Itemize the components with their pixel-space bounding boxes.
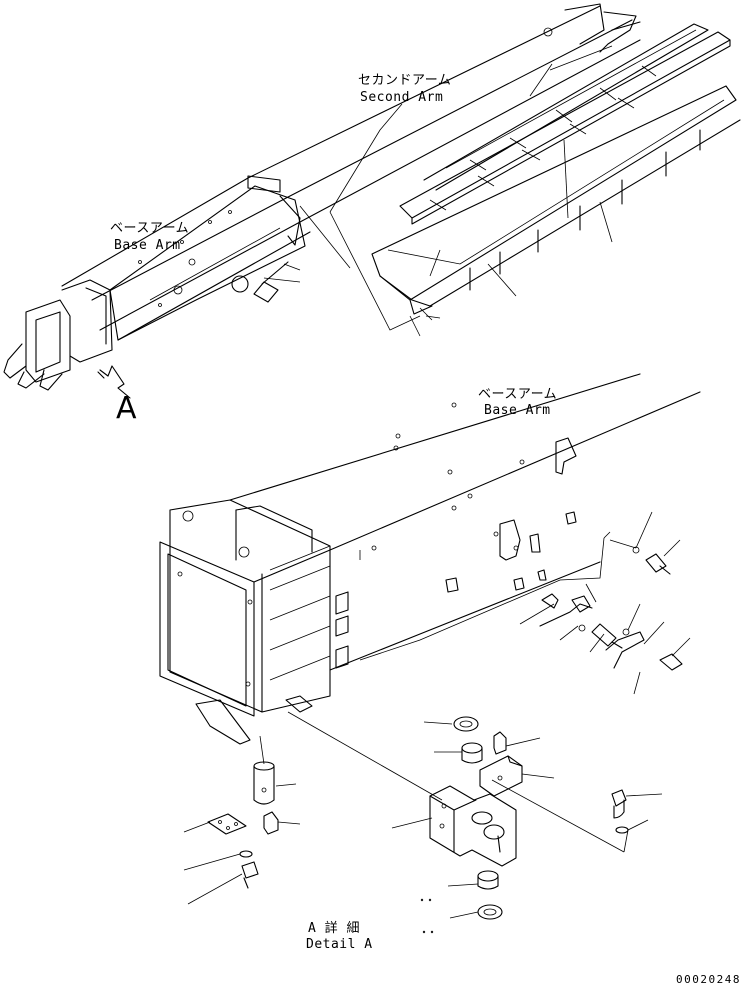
wear-pads: [371, 23, 741, 315]
base-arm-detail: [159, 373, 701, 853]
label-second-arm-jp: セカンドアーム: [358, 73, 451, 88]
exploded-parts: [207, 716, 629, 920]
label-view-a: A: [116, 391, 137, 426]
label-base-arm-main-en: Base Arm: [484, 403, 551, 418]
drawing-number: 00020248: [676, 973, 741, 986]
leader-lines: [183, 721, 663, 919]
label-base-arm-top-en: Base Arm: [114, 238, 181, 253]
label-base-arm-top-jp: ベースアーム: [110, 221, 189, 236]
pivot-block: [429, 785, 517, 867]
bolt-right-lower: [659, 653, 683, 671]
label-second-arm-en: Second Arm: [360, 90, 443, 105]
bolt-lower-right: [611, 789, 627, 819]
pin: [253, 761, 275, 805]
label-detail-a-en: Detail A: [306, 937, 373, 952]
view-arrow: [97, 365, 131, 399]
bolt-right-upper: [645, 553, 671, 575]
label-detail-a-jp: A 詳 細: [308, 920, 360, 936]
base-arm-overview: [3, 3, 641, 399]
base-head-frame: [159, 499, 349, 745]
bracket: [479, 755, 523, 797]
label-base-arm-main-jp: ベースアーム: [478, 387, 557, 402]
bolt-right-mid: [591, 623, 623, 649]
boom-base-block: [3, 279, 113, 391]
